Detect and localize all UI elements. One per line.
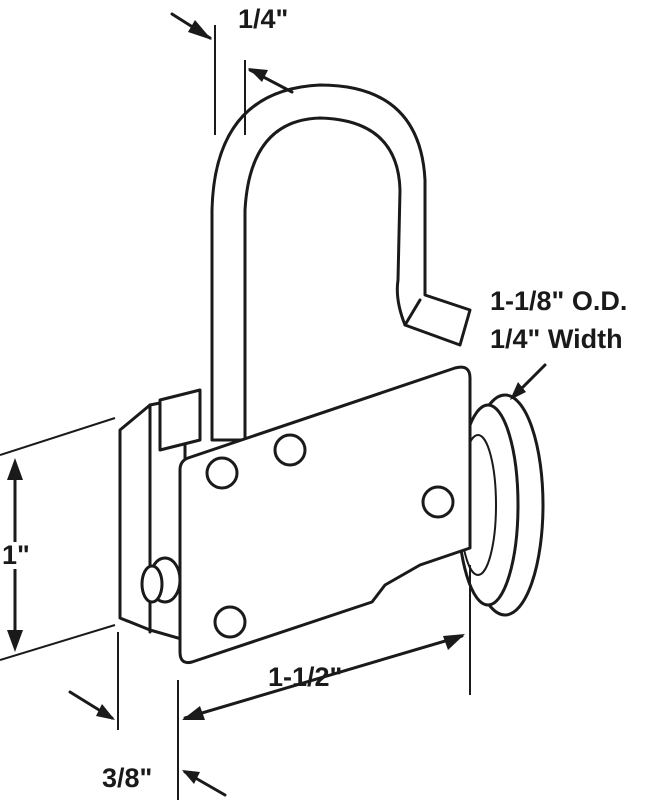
height-label: 1" [2,540,30,570]
length-label: 1-1/2" [268,662,343,692]
wheel-od-label: 1-1/8" O.D. [490,286,628,316]
hook-width-label: 1/4" [238,4,289,34]
front-plate [178,365,472,664]
wheel-width-label: 1/4" Width [490,324,623,354]
hook [210,83,472,442]
depth-label: 3/8" [102,763,153,793]
wheel [456,393,545,617]
